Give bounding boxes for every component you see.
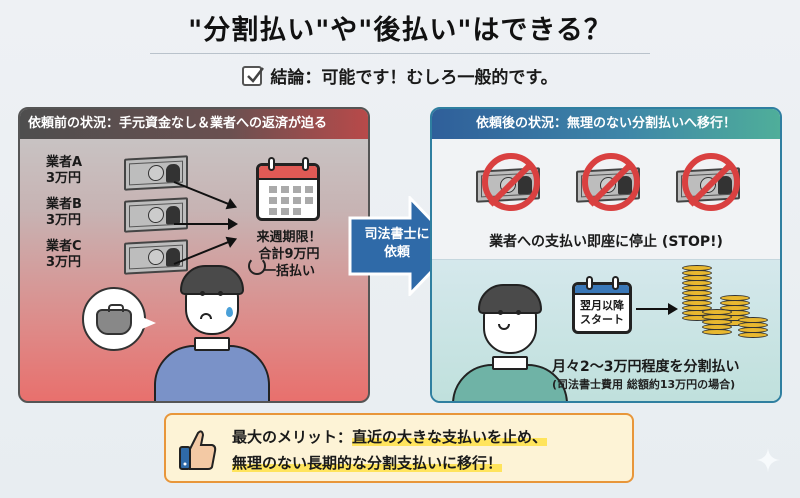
vendor-name: 業者A xyxy=(46,155,83,170)
arrow-icon xyxy=(636,303,678,315)
vendor-name: 業者C xyxy=(46,239,82,254)
prohibited-icon xyxy=(482,153,540,211)
calendar-ring xyxy=(268,157,275,171)
after-panel: 依頼後の状況：無理のない分割払いへ移行！ 業者への支払い即座に停止 (STOP!… xyxy=(430,107,782,403)
arrow-icon xyxy=(174,218,238,230)
merit-line-1: 最大のメリット：直近の大きな支払いを止め、 xyxy=(232,426,548,447)
prohibited-icon xyxy=(682,153,740,211)
thumbs-up-icon xyxy=(179,430,217,470)
prohibited-icon xyxy=(582,153,640,211)
page-title: "分割払い"や"後払い"はできる？ xyxy=(188,15,612,46)
transition-label-line: 依頼 xyxy=(383,245,410,260)
vendor-amount: 3万円 xyxy=(46,255,82,270)
vendor-amount: 3万円 xyxy=(46,171,82,186)
calendar-line: 翌月以降 xyxy=(580,299,624,312)
installment-section: 翌月以降 スタート 月々2〜3万円程度を分割払い (司法書士費用 総額約13万円… xyxy=(432,259,780,401)
conclusion-text: 結論：可能です！むしろ一般的です。 xyxy=(270,68,558,88)
calendar-ring xyxy=(586,276,593,290)
banned-bill-icon xyxy=(572,153,646,217)
calendar-ring xyxy=(302,157,309,171)
vendor-name: 業者B xyxy=(46,197,82,212)
transition-arrow: 司法書士に 依頼 xyxy=(348,194,459,298)
title-divider xyxy=(150,53,650,54)
calendar-icon: 翌月以降 スタート xyxy=(572,282,632,334)
deadline-text: 来週期限！ 合計9万円 一括払い xyxy=(244,229,334,280)
transition-label-line: 司法書士に xyxy=(364,227,430,242)
merit-highlight: 無理のない長期的な分割支払いに移行！ xyxy=(232,454,503,472)
transition-label: 司法書士に 依頼 xyxy=(362,226,432,262)
bill-devil-icon xyxy=(124,155,188,191)
vendor-amount: 3万円 xyxy=(46,213,82,228)
stop-section: 業者への支払い即座に停止 (STOP!) xyxy=(432,139,780,259)
calendar-icon xyxy=(256,163,320,221)
tear-icon xyxy=(226,307,233,317)
empty-purse-icon xyxy=(96,304,132,335)
calendar-ring xyxy=(612,276,619,290)
stress-swirl-icon xyxy=(248,257,266,275)
sparkle-icon xyxy=(756,448,780,472)
after-panel-heading: 依頼後の状況：無理のない分割払いへ移行！ xyxy=(432,109,780,139)
bill-devil-icon xyxy=(124,239,188,275)
before-panel-heading: 依頼前の状況：手元資金なし＆業者への返済が迫る xyxy=(20,109,368,139)
installment-text: 月々2〜3万円程度を分割払い xyxy=(552,359,740,375)
deadline-total: 合計9万円 xyxy=(258,247,320,262)
deadline-line: 来週期限！ xyxy=(256,230,322,245)
calendar-line: スタート xyxy=(580,313,624,326)
installment-note: (司法書士費用 総額約13万円の場合) xyxy=(552,378,736,391)
conclusion-row: 結論：可能です！むしろ一般的です。 xyxy=(0,63,800,88)
stop-text: 業者への支払い即座に停止 (STOP!) xyxy=(489,234,723,250)
banned-bill-icon xyxy=(472,153,546,217)
banned-bill-icon xyxy=(672,153,746,217)
merit-line-2: 無理のない長期的な分割支払いに移行！ xyxy=(232,452,503,473)
merit-highlight: 直近の大きな支払いを止め、 xyxy=(352,428,548,446)
merit-prefix: 最大のメリット： xyxy=(232,428,353,446)
bill-devil-icon xyxy=(124,197,188,233)
deadline-lump-sum: 一括払い xyxy=(262,264,315,279)
merit-callout: 最大のメリット：直近の大きな支払いを止め、 無理のない長期的な分割支払いに移行！ xyxy=(164,413,634,483)
checkbox-icon xyxy=(242,65,265,86)
thought-bubble xyxy=(82,287,156,351)
